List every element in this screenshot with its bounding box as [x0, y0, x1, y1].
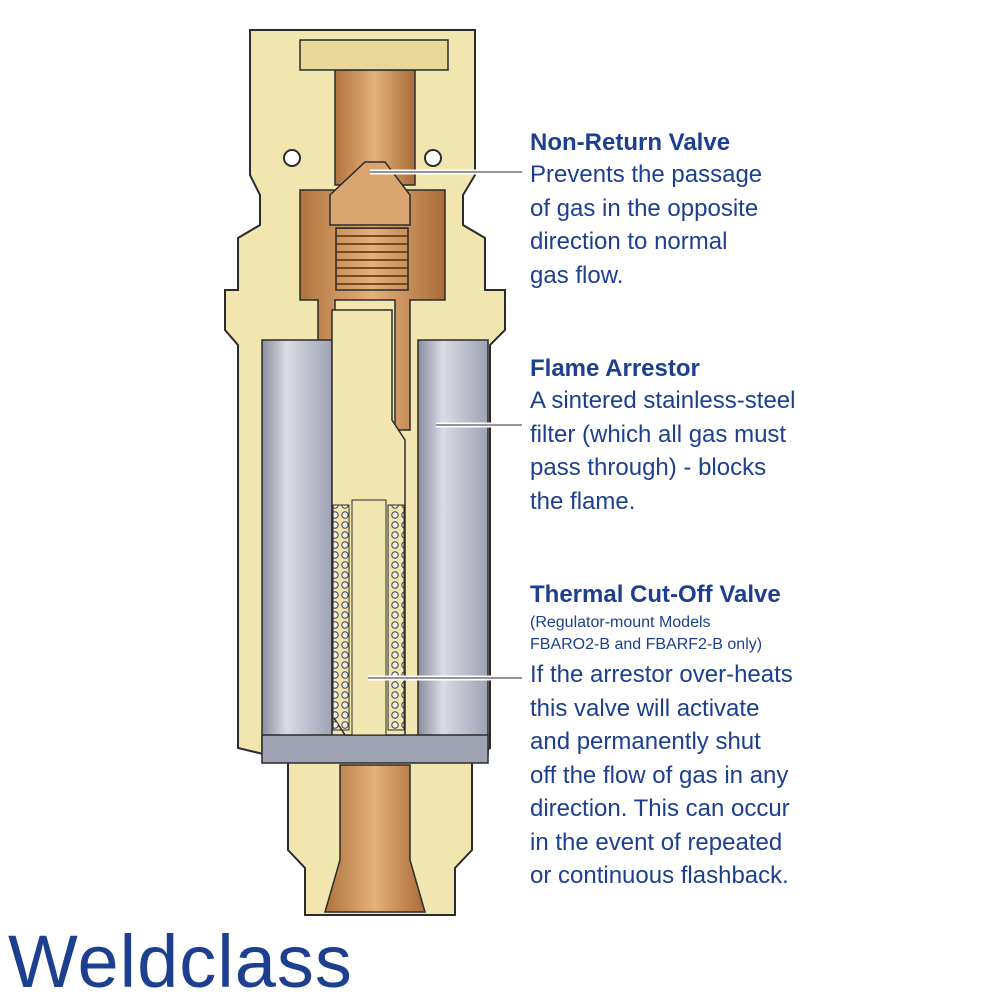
thermal-spring-left	[332, 504, 350, 731]
flame-arrestor-label: Flame Arrestor A sintered stainless-stee…	[530, 354, 890, 518]
oring-left	[283, 149, 301, 167]
non-return-valve-label: Non-Return Valve Prevents the passage of…	[530, 128, 890, 292]
flame-arrestor-title: Flame Arrestor	[530, 355, 700, 382]
outlet-bore	[324, 764, 426, 913]
thermal-cutoff-valve-description: If the arrestor over-heats this valve wi…	[530, 661, 793, 889]
non-return-spring	[335, 227, 409, 291]
thermal-spring-right	[387, 504, 405, 731]
non-return-poppet	[329, 161, 411, 226]
weldclass-logo: Weldclass	[8, 920, 353, 1003]
thermal-cutoff-valve-note: (Regulator-mount Models FBARO2-B and FBA…	[530, 614, 763, 653]
oring-right	[424, 149, 442, 167]
flame-arrestor-filter-left	[261, 339, 333, 756]
non-return-valve-title: Non-Return Valve	[530, 129, 731, 156]
thermal-cutoff-valve-title: Thermal Cut-Off Valve	[530, 581, 781, 608]
thermal-cutoff-valve-label: Thermal Cut-Off Valve (Regulator-mount M…	[530, 580, 890, 893]
flame-arrestor-filter-right	[417, 339, 489, 756]
non-return-valve-description: Prevents the passage of gas in the oppos…	[530, 161, 763, 289]
flame-arrestor-description: A sintered stainless-steel filter (which…	[530, 387, 796, 515]
